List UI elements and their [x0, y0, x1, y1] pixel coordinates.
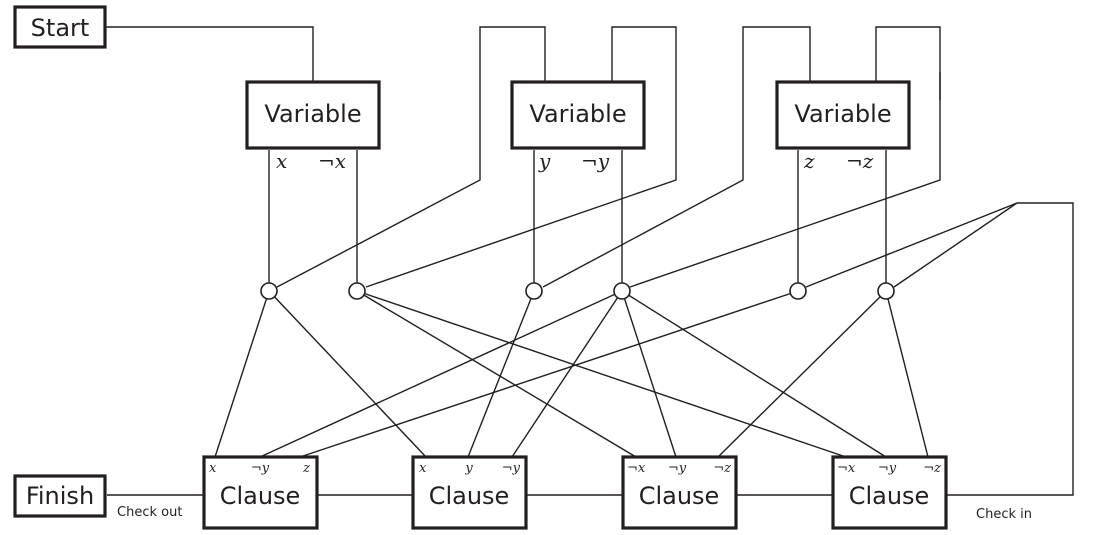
- node-notz: [877, 282, 895, 300]
- variable-z-gadget: Variable z ¬z: [775, 80, 911, 173]
- variable-y-neg-literal: ¬y: [581, 149, 610, 173]
- clause-1-literal-3: z: [302, 461, 310, 476]
- clause-3-literal-3: ¬z: [713, 461, 731, 476]
- wire-bus-to-node-notz: [893, 202, 1018, 288]
- wire-variable-z-left-loop: [542, 26, 811, 288]
- wire-node-noty-to-clause-3: [621, 290, 677, 458]
- finish-label: Finish: [26, 482, 94, 510]
- clause-3-label: Clause: [639, 482, 720, 510]
- wire-node-notx-to-clause-4: [356, 290, 847, 458]
- clause-3-literal-2: ¬y: [668, 461, 687, 476]
- clause-4-label: Clause: [849, 482, 930, 510]
- clause-2-literal-1: x: [419, 461, 427, 476]
- clause-3-gadget: ¬x ¬y ¬z Clause: [621, 455, 738, 530]
- variable-x-pos-literal: x: [276, 149, 287, 173]
- start-label: Start: [31, 14, 90, 42]
- wire-variable-y-left-loop: [276, 26, 546, 288]
- node-y: [525, 282, 543, 300]
- start-box: Start: [13, 5, 107, 49]
- wire-node-x-to-clause-2: [268, 290, 427, 458]
- clause-4-literal-1: ¬x: [837, 461, 856, 476]
- variable-z-label: Variable: [794, 100, 891, 128]
- node-z: [789, 282, 807, 300]
- clause-4-literal-3: ¬z: [923, 461, 941, 476]
- check-in-label: Check in: [976, 507, 1032, 522]
- wire-bus-to-node-z: [805, 202, 1018, 288]
- node-noty: [613, 282, 631, 300]
- node-x: [260, 282, 278, 300]
- literal-nodes: [260, 282, 895, 300]
- variable-y-pos-literal: y: [538, 149, 551, 173]
- clause-1-gadget: x ¬y z Clause: [202, 455, 319, 530]
- clause-1-label: Clause: [220, 482, 301, 510]
- clause-4-literal-2: ¬y: [878, 461, 897, 476]
- node-notx: [348, 282, 366, 300]
- variable-x-gadget: Variable x ¬x: [245, 80, 381, 173]
- variable-z-pos-literal: z: [803, 149, 815, 173]
- clause-1-literal-2: ¬y: [251, 461, 270, 476]
- wire-node-notx-to-clause-3: [356, 290, 637, 458]
- clause-2-literal-2: y: [464, 461, 473, 476]
- clause-2-literal-3: ¬y: [502, 461, 521, 476]
- clause-2-gadget: x y ¬y Clause: [411, 455, 528, 530]
- clause-2-label: Clause: [429, 482, 510, 510]
- variable-y-gadget: Variable y ¬y: [510, 80, 646, 173]
- variable-z-neg-literal: ¬z: [846, 149, 874, 173]
- wire-variable-y-right-loop: [365, 26, 677, 288]
- wire-node-noty-to-clause-1: [259, 290, 623, 458]
- wire-start-to-variable-x: [105, 26, 314, 82]
- variable-x-neg-literal: ¬x: [318, 149, 346, 173]
- wire-node-x-to-clause-1: [214, 290, 270, 458]
- clause-1-literal-1: x: [209, 461, 217, 476]
- variable-x-label: Variable: [264, 100, 361, 128]
- wire-check-in-bus: [947, 202, 1074, 496]
- clause-3-literal-1: ¬x: [627, 461, 646, 476]
- wire-node-notz-to-clause-4: [885, 290, 929, 458]
- wire-variable-z-right-loop: [629, 26, 941, 288]
- wire-node-z-to-clause-1: [299, 290, 799, 458]
- wires: [105, 26, 1074, 496]
- clause-4-gadget: ¬x ¬y ¬z Clause: [831, 455, 948, 530]
- wire-node-notz-to-clause-3: [717, 290, 887, 458]
- finish-box: Finish: [13, 474, 107, 518]
- wire-node-noty-to-clause-2: [511, 290, 623, 458]
- variable-y-label: Variable: [529, 100, 626, 128]
- wire-node-y-to-clause-2: [467, 290, 535, 458]
- wire-node-noty-to-clause-4: [621, 290, 887, 458]
- check-out-label: Check out: [117, 505, 182, 520]
